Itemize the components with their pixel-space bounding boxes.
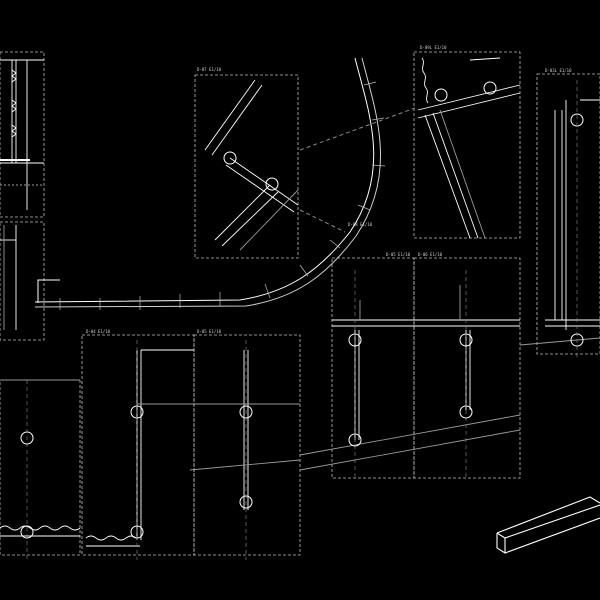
lower-details-geometry	[0, 285, 521, 547]
detail-tag: D-09L E1/10	[420, 45, 447, 50]
detail-tag: D-08 E1/10	[348, 222, 373, 227]
curved-walkway	[34, 57, 416, 310]
detail-tag: D-05 E1/10	[197, 329, 222, 334]
detail-tag: D-07 E1/10	[197, 67, 222, 72]
viewport-frame-top-left	[0, 51, 45, 218]
grid-bubble	[434, 88, 448, 102]
grid-axis-lines	[26, 80, 578, 560]
detail-tag: D-05 E1/10	[386, 252, 411, 257]
grid-bubble	[223, 151, 237, 165]
detail-d09l-geometry	[417, 57, 521, 239]
detail-d07-geometry	[204, 79, 299, 251]
grid-bubble	[483, 81, 497, 95]
detail-d03l-geometry	[519, 99, 600, 346]
viewport-frame-d05b	[193, 334, 301, 556]
viewport-frame-d03l	[536, 73, 600, 355]
detail-tag: D-04 E1/10	[86, 329, 111, 334]
section-top-left	[0, 59, 44, 330]
detail-tags: D-07 E1/10 D-09L E1/10 D-03L E1/10 D-05 …	[86, 45, 572, 334]
viewport-frame-left-mid	[0, 221, 45, 341]
isometric-beam	[496, 496, 600, 554]
detail-tag: D-06 E1/10	[418, 252, 443, 257]
viewport-frame-d06	[413, 257, 521, 479]
viewport-frame-d07	[194, 74, 299, 259]
detail-tag: D-03L E1/10	[545, 68, 572, 73]
viewport-frame-d09l	[413, 51, 521, 239]
grid-bubble	[265, 177, 279, 191]
viewport-frames	[0, 51, 600, 556]
